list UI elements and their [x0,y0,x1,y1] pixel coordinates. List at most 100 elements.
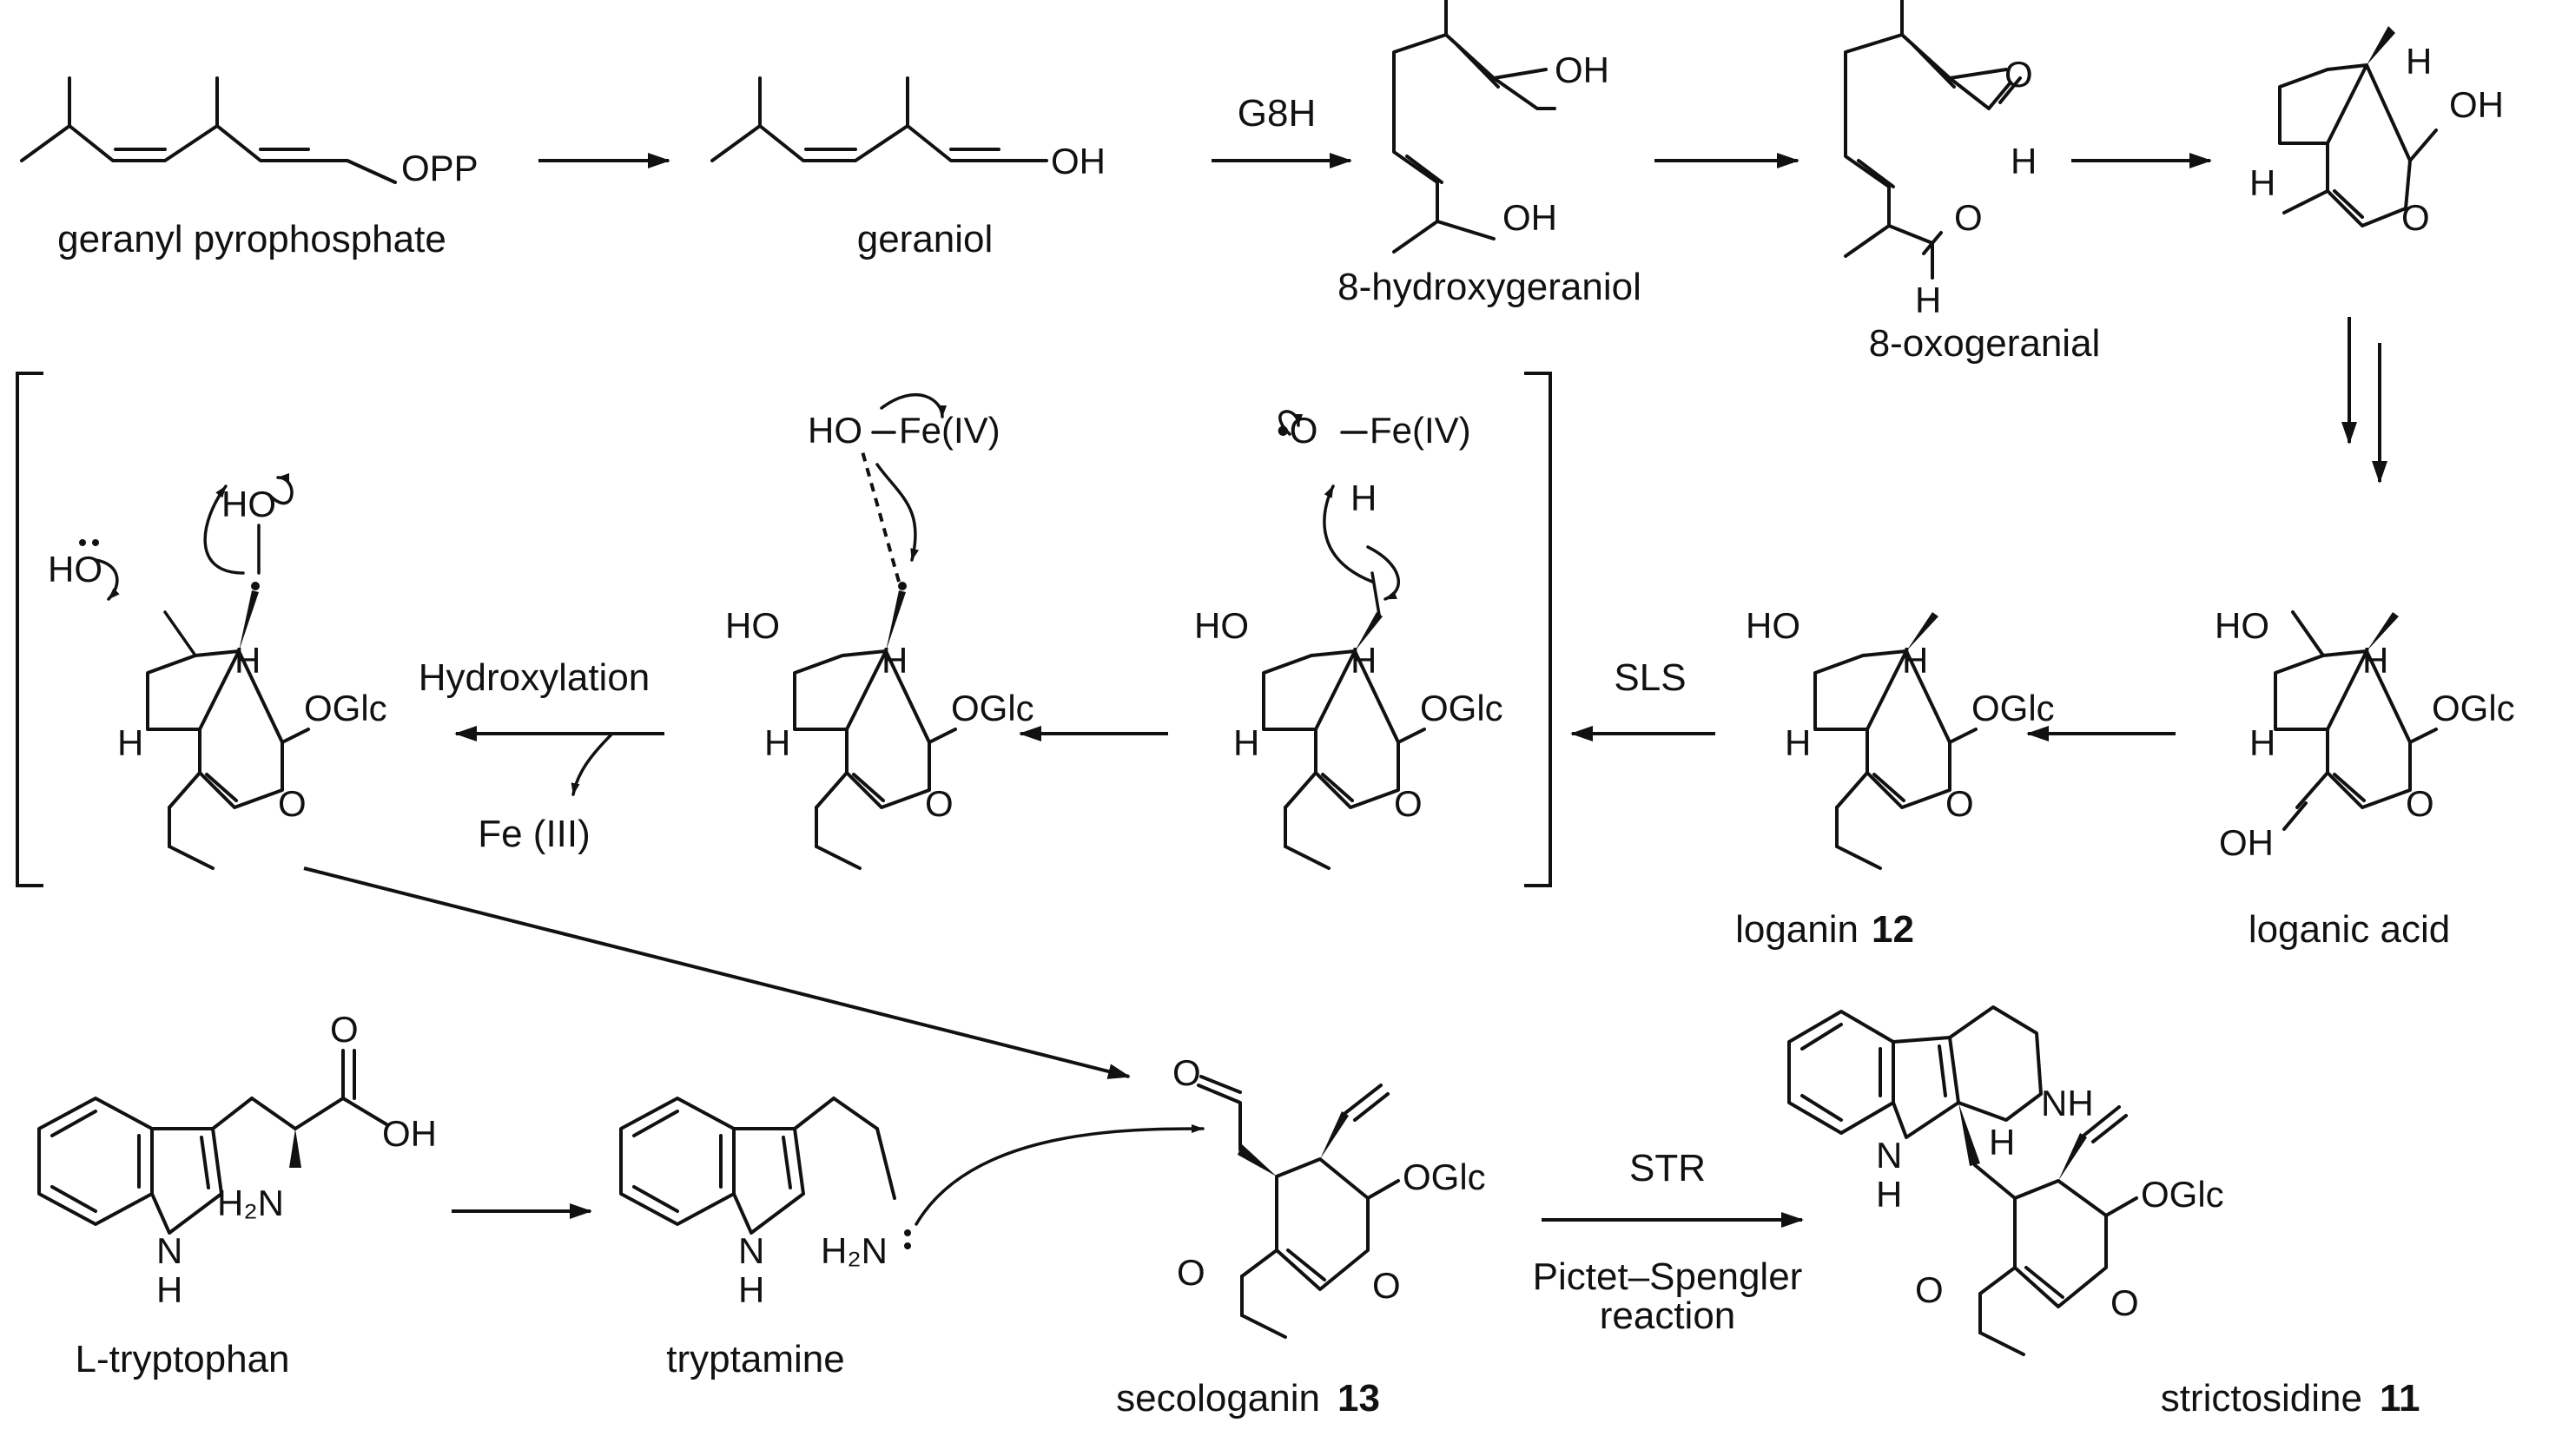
h-atom-e: H [1902,640,1928,681]
oglc-atom: OGlc [1403,1156,1486,1197]
h-atom-c: H [2362,640,2388,681]
oglc-atom: OGlc [304,688,387,728]
o-aldehyde-atom: O [1172,1052,1201,1093]
o-ester-atom: O [1915,1269,1944,1310]
ho-atom: HO [725,605,780,646]
oh-atom: OH [382,1113,437,1154]
oglc-atom: OGlc [951,688,1034,728]
o-ring-atom: O [2406,783,2434,824]
ho-atom-top: HO [221,484,276,524]
loganin-structure: HO H OGlc H O [1746,605,2055,870]
strictosidine-number: 11 [2380,1377,2420,1420]
hydroxygeraniol-label: 8-hydroxygeraniol [1337,266,1641,308]
o-ester-atom: O [1177,1252,1205,1293]
o-ring-atom: O [1945,783,1974,824]
h-atom-a: H [2406,41,2432,82]
secologanin-structure: O OGlc O O [1172,1052,1486,1339]
fe-oxo-intermediate-structure: HO H OGlc H O H •O Fe(IV) [1194,410,1503,870]
h-atom-f: H [1785,722,1811,763]
o-ring-atom: O [1372,1265,1401,1306]
oxogeranial-structure: O H O H [1844,0,2037,320]
hydroxygeraniol-structure: OH OH [1392,0,1609,254]
loganin-number: 12 [1872,908,1914,951]
o-atom-a: O [2401,197,2430,238]
ho-fe-atom: HO [808,410,862,451]
geraniol-label: geraniol [857,218,994,260]
oh-atom: OH [1051,141,1106,181]
ho-atom-lone-pair: HO [48,549,102,590]
o-atom-bottom: O [1954,197,1983,238]
pictet-spengler-line1: Pictet–Spengler [1533,1255,1803,1298]
o-ring-atom: O [925,783,954,824]
oh-atom-top: OH [1555,49,1609,90]
tryptamine-label: tryptamine [666,1338,844,1380]
secologanin-number: 13 [1337,1377,1380,1420]
fe3-label: Fe (III) [478,813,591,855]
opp-atom: OPP [401,148,479,188]
o-atom-top: O [2004,54,2033,95]
h-atom-abstract: H [1350,478,1377,518]
secologanin-label: secologanin [1116,1377,1320,1420]
h-atom-g: H [1350,640,1377,681]
h-atom: H [156,1269,182,1310]
oglc-atom: OGlc [2141,1174,2224,1215]
bracket-right [1524,372,1552,887]
h-atom: H [738,1269,764,1310]
o-ring-atom: O [2110,1282,2139,1323]
ho-atom: HO [1746,605,1800,646]
h-atom-h: H [1233,722,1259,763]
h2n-atom: H₂N [217,1183,284,1223]
fe4-atom: Fe(IV) [1370,410,1471,451]
h-atom-j: H [764,722,790,763]
strictosidine-label: strictosidine [2161,1377,2362,1420]
h-atom-l: H [117,722,143,763]
loganic-acid-label: loganic acid [2249,908,2450,951]
n-atom: N [1876,1135,1902,1176]
h-atom-i: H [882,640,908,681]
n-atom: N [738,1230,764,1271]
fe3-release-arrow [571,732,614,796]
tryptophan-label: L-tryptophan [75,1338,289,1380]
loganin-label: loganin [1735,908,1859,951]
ho-atom: HO [2215,605,2269,646]
ho-fe-intermediate-structure: HO H OGlc H O HO Fe(IV) [725,392,1034,870]
tryptamine-structure: H₂N N H [619,1097,1205,1310]
h2n-atom: H₂N [821,1230,888,1271]
oh-atom-a: OH [2449,84,2504,125]
n-atom: N [156,1230,182,1271]
hydroxylation-label: Hydroxylation [419,656,650,699]
geranyl-pyrophosphate-label: geranyl pyrophosphate [57,218,446,260]
nepetalactol-structure: H OH H O [2249,26,2504,238]
oglc-atom: OGlc [1971,688,2055,728]
geranyl-pyrophosphate-structure: OPP [20,76,479,188]
oglc-atom: OGlc [1420,688,1503,728]
strictosidine-structure: NH N H H OGlc O O [1787,1005,2224,1356]
arrow-to-secologanin [303,866,1131,1079]
h-atom-c3: H [1989,1122,2015,1163]
nh-atom: NH [2041,1083,2094,1123]
h-atom-indole: H [1876,1174,1902,1215]
fe4-atom: Fe(IV) [899,410,1000,451]
g8h-label: G8H [1238,92,1316,135]
pictet-spengler-line2: reaction [1600,1295,1736,1337]
o-ring-atom: O [278,783,307,824]
h-atom-bottom: H [1915,280,1941,320]
oh-atom-bottom: OH [1502,197,1557,238]
bracket-left [16,372,43,887]
tryptophan-structure: O OH H₂N N H [37,1009,437,1310]
sls-label: SLS [1614,656,1686,699]
h-atom-b: H [2249,162,2275,203]
rebound-intermediate-structure: HO H OGlc H O HO [48,473,387,870]
o-ring-atom: O [1394,783,1423,824]
h-atom-top: H [2011,141,2037,181]
nucleophilic-attack-arrow [915,1124,1205,1226]
loganic-acid-structure: HO H OGlc H O OH [2215,605,2515,863]
ho-atom: HO [1194,605,1249,646]
oh-atom-b: OH [2219,822,2274,863]
oglc-atom: OGlc [2432,688,2515,728]
geraniol-structure: OH [710,76,1106,181]
h-atom-k: H [234,640,261,681]
str-label: STR [1629,1147,1706,1189]
